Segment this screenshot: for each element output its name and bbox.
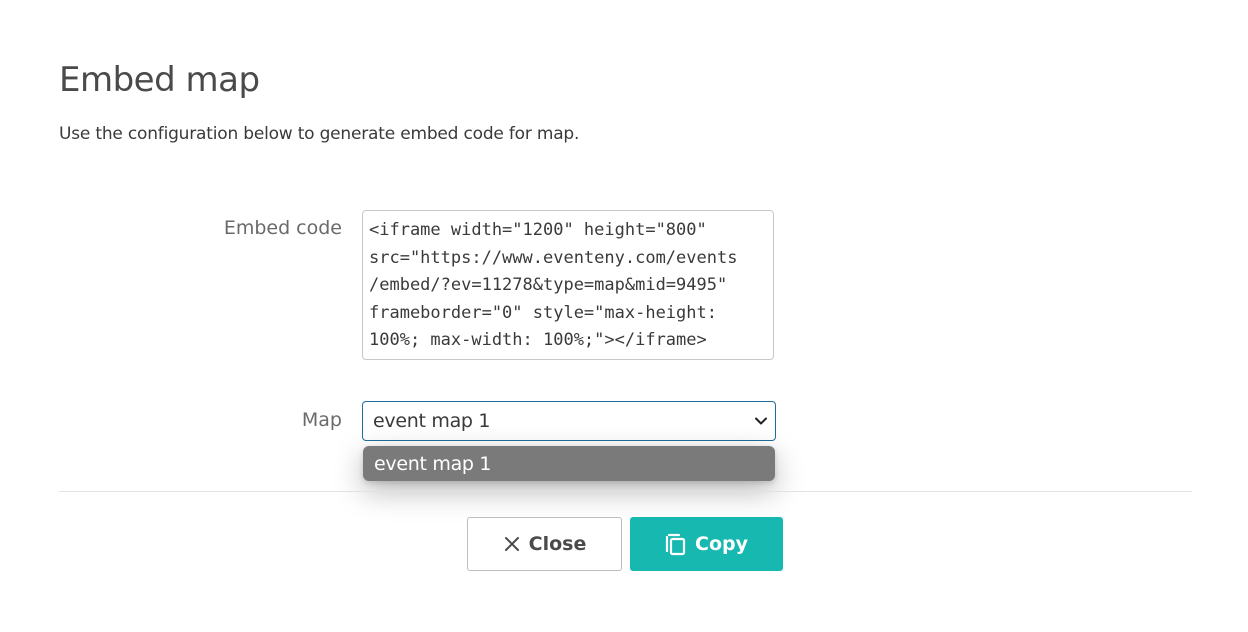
- map-option-event-map-1[interactable]: event map 1: [374, 452, 492, 475]
- close-button[interactable]: Close: [467, 517, 622, 571]
- close-button-label: Close: [528, 533, 587, 555]
- chevron-down-icon: [755, 417, 767, 425]
- dialog-subtitle: Use the configuration below to generate …: [59, 124, 580, 144]
- copy-button-label: Copy: [695, 533, 748, 555]
- close-icon: [503, 535, 521, 553]
- map-select[interactable]: event map 1: [362, 401, 776, 441]
- map-label: Map: [301, 409, 342, 431]
- copy-icon: [665, 532, 687, 556]
- map-dropdown-list: event map 1: [363, 446, 775, 481]
- copy-button[interactable]: Copy: [630, 517, 783, 571]
- embed-code-textarea[interactable]: <iframe width="1200" height="800" src="h…: [362, 210, 774, 360]
- map-select-value: event map 1: [373, 410, 491, 432]
- dialog-title: Embed map: [59, 60, 260, 100]
- embed-code-label: Embed code: [223, 217, 342, 239]
- footer-divider: [59, 491, 1192, 492]
